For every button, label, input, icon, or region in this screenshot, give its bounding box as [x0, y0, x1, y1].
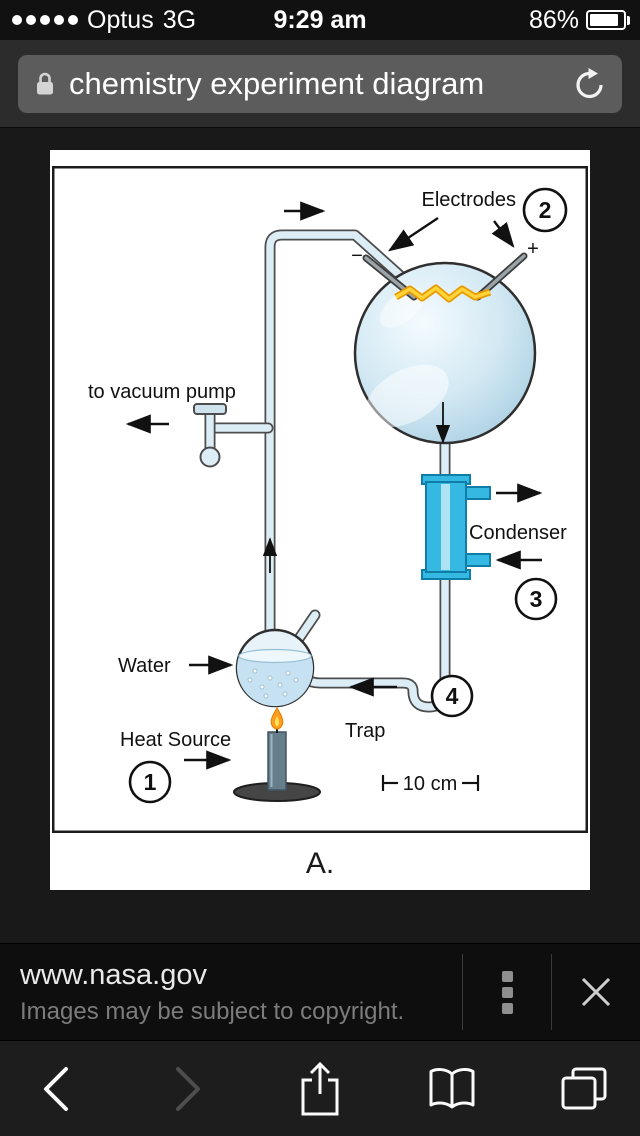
share-button[interactable] — [288, 1057, 352, 1121]
back-button[interactable] — [24, 1057, 88, 1121]
step-2-badge: 2 — [522, 187, 568, 233]
lock-icon — [34, 70, 56, 98]
scale-label: 10 cm — [403, 773, 457, 795]
svg-text:1: 1 — [144, 769, 157, 795]
copyright-note: Images may be subject to copyright. — [20, 998, 405, 1025]
chemistry-diagram: Electrodes − + to vacuum pump Condenser … — [52, 166, 588, 833]
bottom-toolbar — [0, 1040, 640, 1136]
bookmarks-button[interactable] — [420, 1057, 484, 1121]
svg-text:4: 4 — [446, 683, 459, 709]
vertical-dots-icon — [501, 970, 513, 1014]
share-icon — [301, 1061, 339, 1115]
step-4-badge: 4 — [430, 674, 474, 718]
svg-text:2: 2 — [539, 197, 552, 223]
result-image[interactable]: Electrodes − + to vacuum pump Condenser … — [50, 150, 590, 890]
forward-button[interactable] — [156, 1057, 220, 1121]
chevron-right-icon — [176, 1066, 200, 1111]
electrodes-label: Electrodes — [422, 189, 517, 211]
spark-flask — [353, 252, 537, 445]
svg-text:3: 3 — [530, 586, 543, 612]
battery-icon — [586, 10, 630, 30]
carrier-label: Optus — [87, 5, 154, 34]
tabs-button[interactable] — [552, 1057, 616, 1121]
reload-button[interactable] — [574, 67, 606, 101]
network-type-label: 3G — [162, 5, 197, 34]
step-3-badge: 3 — [514, 577, 558, 621]
figure-caption: A. — [305, 847, 335, 880]
flow-arrows — [125, 201, 543, 770]
vacuum-pump-label: to vacuum pump — [88, 381, 236, 403]
minus-terminal-label: − — [351, 245, 363, 267]
step-1-badge: 1 — [128, 760, 172, 804]
scale-bar: 10 cm — [381, 773, 480, 795]
battery-percent-label: 86% — [528, 5, 579, 34]
tabs-icon — [561, 1067, 607, 1109]
image-info-bar: www.nasa.gov Images may be subject to co… — [0, 943, 640, 1040]
trap-label: Trap — [345, 720, 385, 742]
candle — [233, 707, 321, 802]
divider — [462, 954, 463, 1030]
signal-strength-icon — [12, 15, 78, 25]
close-icon — [581, 977, 611, 1007]
chevron-left-icon — [44, 1066, 68, 1111]
heat-source-label: Heat Source — [120, 729, 231, 751]
condenser-label: Condenser — [469, 522, 567, 544]
address-bar-section: chemistry experiment diagram — [0, 40, 640, 128]
condenser — [421, 474, 491, 580]
source-link[interactable]: www.nasa.gov — [20, 959, 207, 991]
address-bar[interactable]: chemistry experiment diagram — [18, 54, 622, 113]
close-button[interactable] — [552, 944, 640, 1040]
water-label: Water — [118, 655, 171, 677]
more-options-button[interactable] — [463, 944, 551, 1040]
stopcock-valve — [193, 403, 227, 468]
clock-label: 9:29 am — [273, 5, 367, 34]
divider — [551, 954, 552, 1030]
boiling-flask — [235, 628, 315, 708]
address-text: chemistry experiment diagram — [69, 65, 485, 101]
page-content: Electrodes − + to vacuum pump Condenser … — [0, 128, 640, 943]
plus-terminal-label: + — [527, 238, 539, 260]
status-bar: Optus 3G 9:29 am 86% — [0, 0, 640, 40]
book-icon — [429, 1067, 475, 1108]
